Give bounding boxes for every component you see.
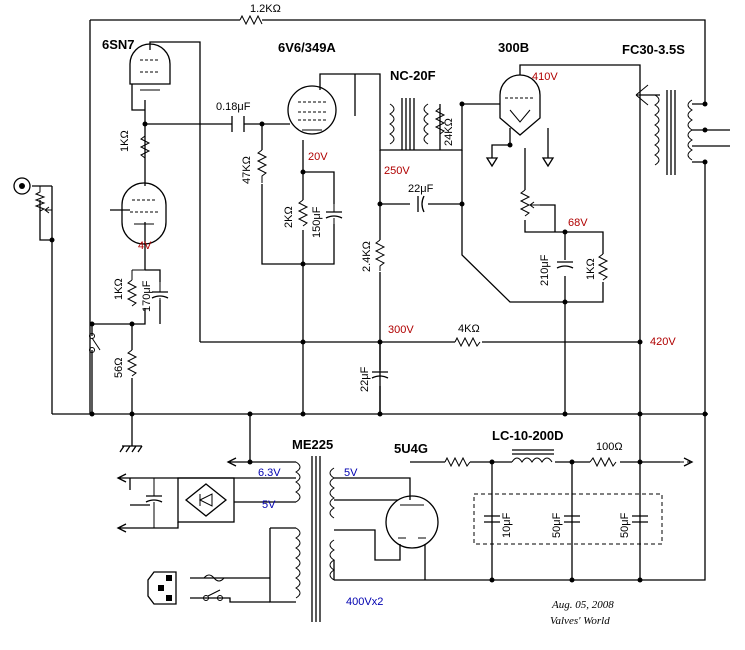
label-6sn7: 6SN7 <box>102 37 135 52</box>
cap-210 <box>556 261 574 269</box>
winding-400v: 400Vx2 <box>346 596 383 608</box>
label-r-1k-b: 1KΩ <box>113 278 125 300</box>
transformer-nc20f <box>389 98 429 150</box>
label-nc20f: NC-20F <box>390 68 436 83</box>
label-fc30: FC30-3.5S <box>622 42 685 57</box>
label-c-coup: 0.18μF <box>216 101 251 113</box>
tubes <box>121 43 541 549</box>
ground-symbol <box>119 445 143 453</box>
resistor-ps <box>444 456 471 468</box>
label-300b: 300B <box>498 40 529 55</box>
winding-6-3v: 6.3V <box>258 467 281 479</box>
voltage-4v: 4V <box>138 240 152 252</box>
label-r-fb: 1.2KΩ <box>250 3 281 15</box>
resistors <box>34 14 617 468</box>
cap-170 <box>151 291 169 299</box>
filter-box <box>473 493 663 545</box>
volume-pot <box>34 186 46 216</box>
resistor-1k-b <box>126 279 138 307</box>
label-r-24k: 24KΩ <box>443 118 455 146</box>
footer-site: Valves' World <box>550 615 610 627</box>
bias-pot <box>519 189 531 217</box>
cap-ps-50a <box>564 515 580 523</box>
tube-6sn7-upper <box>129 43 171 91</box>
voltage-300v: 300V <box>388 324 414 336</box>
label-lc10: LC-10-200D <box>492 428 564 443</box>
cap-22-interstage <box>417 195 425 213</box>
cap-heater <box>145 495 163 503</box>
label-r-1k-a: 1KΩ <box>119 130 131 152</box>
resistor-1k-a <box>139 100 151 166</box>
cap-150 <box>325 211 343 219</box>
tube-6sn7-lower <box>121 182 167 245</box>
label-c-22-a: 22μF <box>408 183 434 195</box>
label-me225: ME225 <box>292 437 333 452</box>
label-r-1k-c: 1KΩ <box>585 258 597 280</box>
transformer-me225 <box>295 456 335 622</box>
label-c-22-b: 22μF <box>359 366 371 392</box>
resistor-24k <box>434 107 446 135</box>
transformers <box>295 84 693 622</box>
label-c-50-b: 50μF <box>619 512 631 538</box>
ac-inlet <box>147 571 177 605</box>
transformer-fc30 <box>635 84 693 175</box>
misc-symbols <box>13 157 694 605</box>
label-r-56: 56Ω <box>113 358 125 378</box>
winding-5v-b: 5V <box>344 467 358 479</box>
bridge-rectifier <box>177 477 235 523</box>
voltage-250v: 250V <box>384 165 410 177</box>
cap-ps-50b <box>632 515 648 523</box>
resistor-1k-c <box>597 253 609 281</box>
footer-date: Aug. 05, 2008 <box>551 599 614 611</box>
label-c-170: 170μF <box>141 280 153 312</box>
winding-5v-a: 5V <box>262 499 276 511</box>
label-c-150: 150μF <box>311 206 323 238</box>
cap-coupling <box>231 116 245 132</box>
label-r-100: 100Ω <box>596 441 623 453</box>
resistor-4k <box>454 336 481 348</box>
label-r-4k: 4KΩ <box>458 323 480 335</box>
tube-6v6 <box>287 85 337 135</box>
voltage-20v: 20V <box>308 151 328 163</box>
resistor-2k <box>297 199 309 227</box>
labels: 6SN7 6V6/349A 300B NC-20F FC30-3.5S ME22… <box>102 3 685 627</box>
tube-300b <box>499 74 541 136</box>
choke-lc10 <box>511 449 554 463</box>
label-c-50-a: 50μF <box>551 512 563 538</box>
voltage-420v: 420V <box>650 336 676 348</box>
label-r-47k: 47KΩ <box>241 156 253 184</box>
label-r-2k: 2KΩ <box>283 206 295 228</box>
resistor-47k <box>256 149 268 183</box>
label-5u4g: 5U4G <box>394 441 428 456</box>
junctions <box>49 101 708 583</box>
label-6v6: 6V6/349A <box>278 40 336 55</box>
label-c-210: 210μF <box>539 254 551 286</box>
resistor-100 <box>589 456 617 468</box>
capacitors <box>145 116 663 580</box>
voltage-68v: 68V <box>568 217 588 229</box>
resistor-1-2k <box>239 14 263 26</box>
label-c-10: 10μF <box>501 512 513 538</box>
tube-5u4g <box>385 495 439 549</box>
resistor-56 <box>126 349 138 377</box>
label-r-2-4k: 2.4KΩ <box>361 241 373 272</box>
input-jack <box>13 177 31 195</box>
resistor-2-4k <box>374 239 386 271</box>
voltage-410v: 410V <box>532 71 558 83</box>
